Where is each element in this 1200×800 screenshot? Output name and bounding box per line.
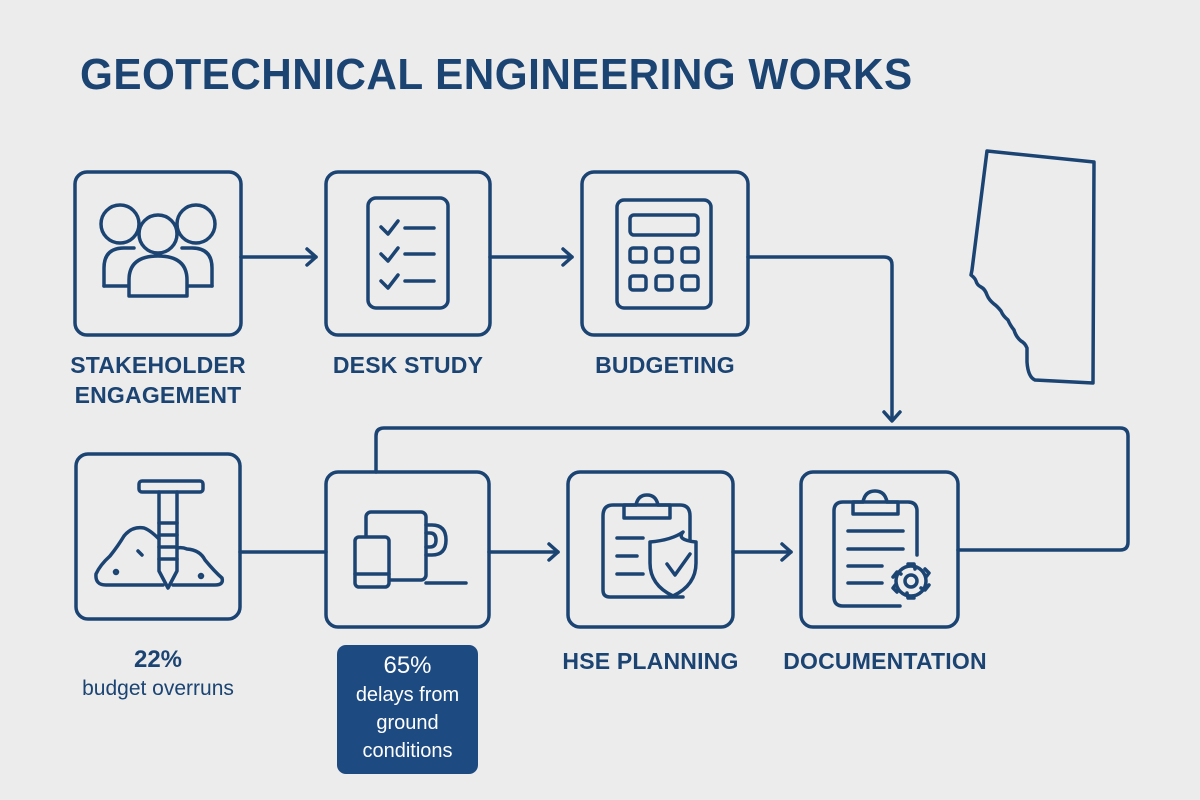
step-label-line1: STAKEHOLDER (70, 352, 246, 378)
step-box-hse-planning[interactable] (566, 470, 735, 629)
arrow-budgeting-down (746, 255, 902, 423)
alberta-map-outline-icon (969, 149, 1096, 385)
drill-auger-soil-icon (94, 479, 225, 590)
step-box-desk-study[interactable] (324, 170, 492, 337)
stat-text-line3: conditions (362, 740, 453, 762)
step-label-desk-study: DESK STUDY (332, 352, 484, 378)
arrow-desk-to-budgeting (488, 247, 574, 267)
arrow-facilities-to-hse (487, 542, 560, 562)
arrow-stakeholder-to-desk (239, 247, 318, 267)
stat-text: budget overruns (82, 677, 234, 700)
page-title: GEOTECHNICAL ENGINEERING WORKS (80, 50, 913, 99)
step-label-line2: ENGAGEMENT (74, 382, 242, 408)
step-box-site-facilities[interactable] (324, 470, 491, 629)
stat-text-line1: delays from (355, 684, 460, 706)
gear-icon (891, 562, 931, 600)
arrow-hse-to-documentation (731, 542, 793, 562)
clipboard-gear-icon (832, 489, 931, 608)
step-box-budgeting[interactable] (580, 170, 750, 337)
calculator-icon (615, 198, 713, 310)
step-label-documentation: DOCUMENTATION (783, 648, 987, 674)
step-box-ground-investigation[interactable] (74, 452, 242, 621)
checklist-icon (366, 196, 450, 310)
step-label-budgeting: BUDGETING (595, 352, 735, 378)
people-group-icon (99, 203, 217, 298)
devices-mug-icon (353, 510, 468, 589)
stat-value: 22% (133, 646, 183, 673)
stat-budget-overruns: 22% budget overruns (64, 645, 252, 703)
clipboard-shield-check-icon (601, 493, 698, 599)
step-box-stakeholder[interactable] (73, 170, 243, 337)
step-label-hse-planning: HSE PLANNING (562, 648, 739, 674)
stat-text-line2: ground (376, 712, 439, 734)
loop-connector (374, 426, 1130, 552)
stat-value: 65% (383, 652, 432, 679)
stat-ground-delays-badge: 65% delays from ground conditions (337, 645, 478, 774)
step-label-stakeholder: STAKEHOLDER ENGAGEMENT (64, 350, 252, 410)
